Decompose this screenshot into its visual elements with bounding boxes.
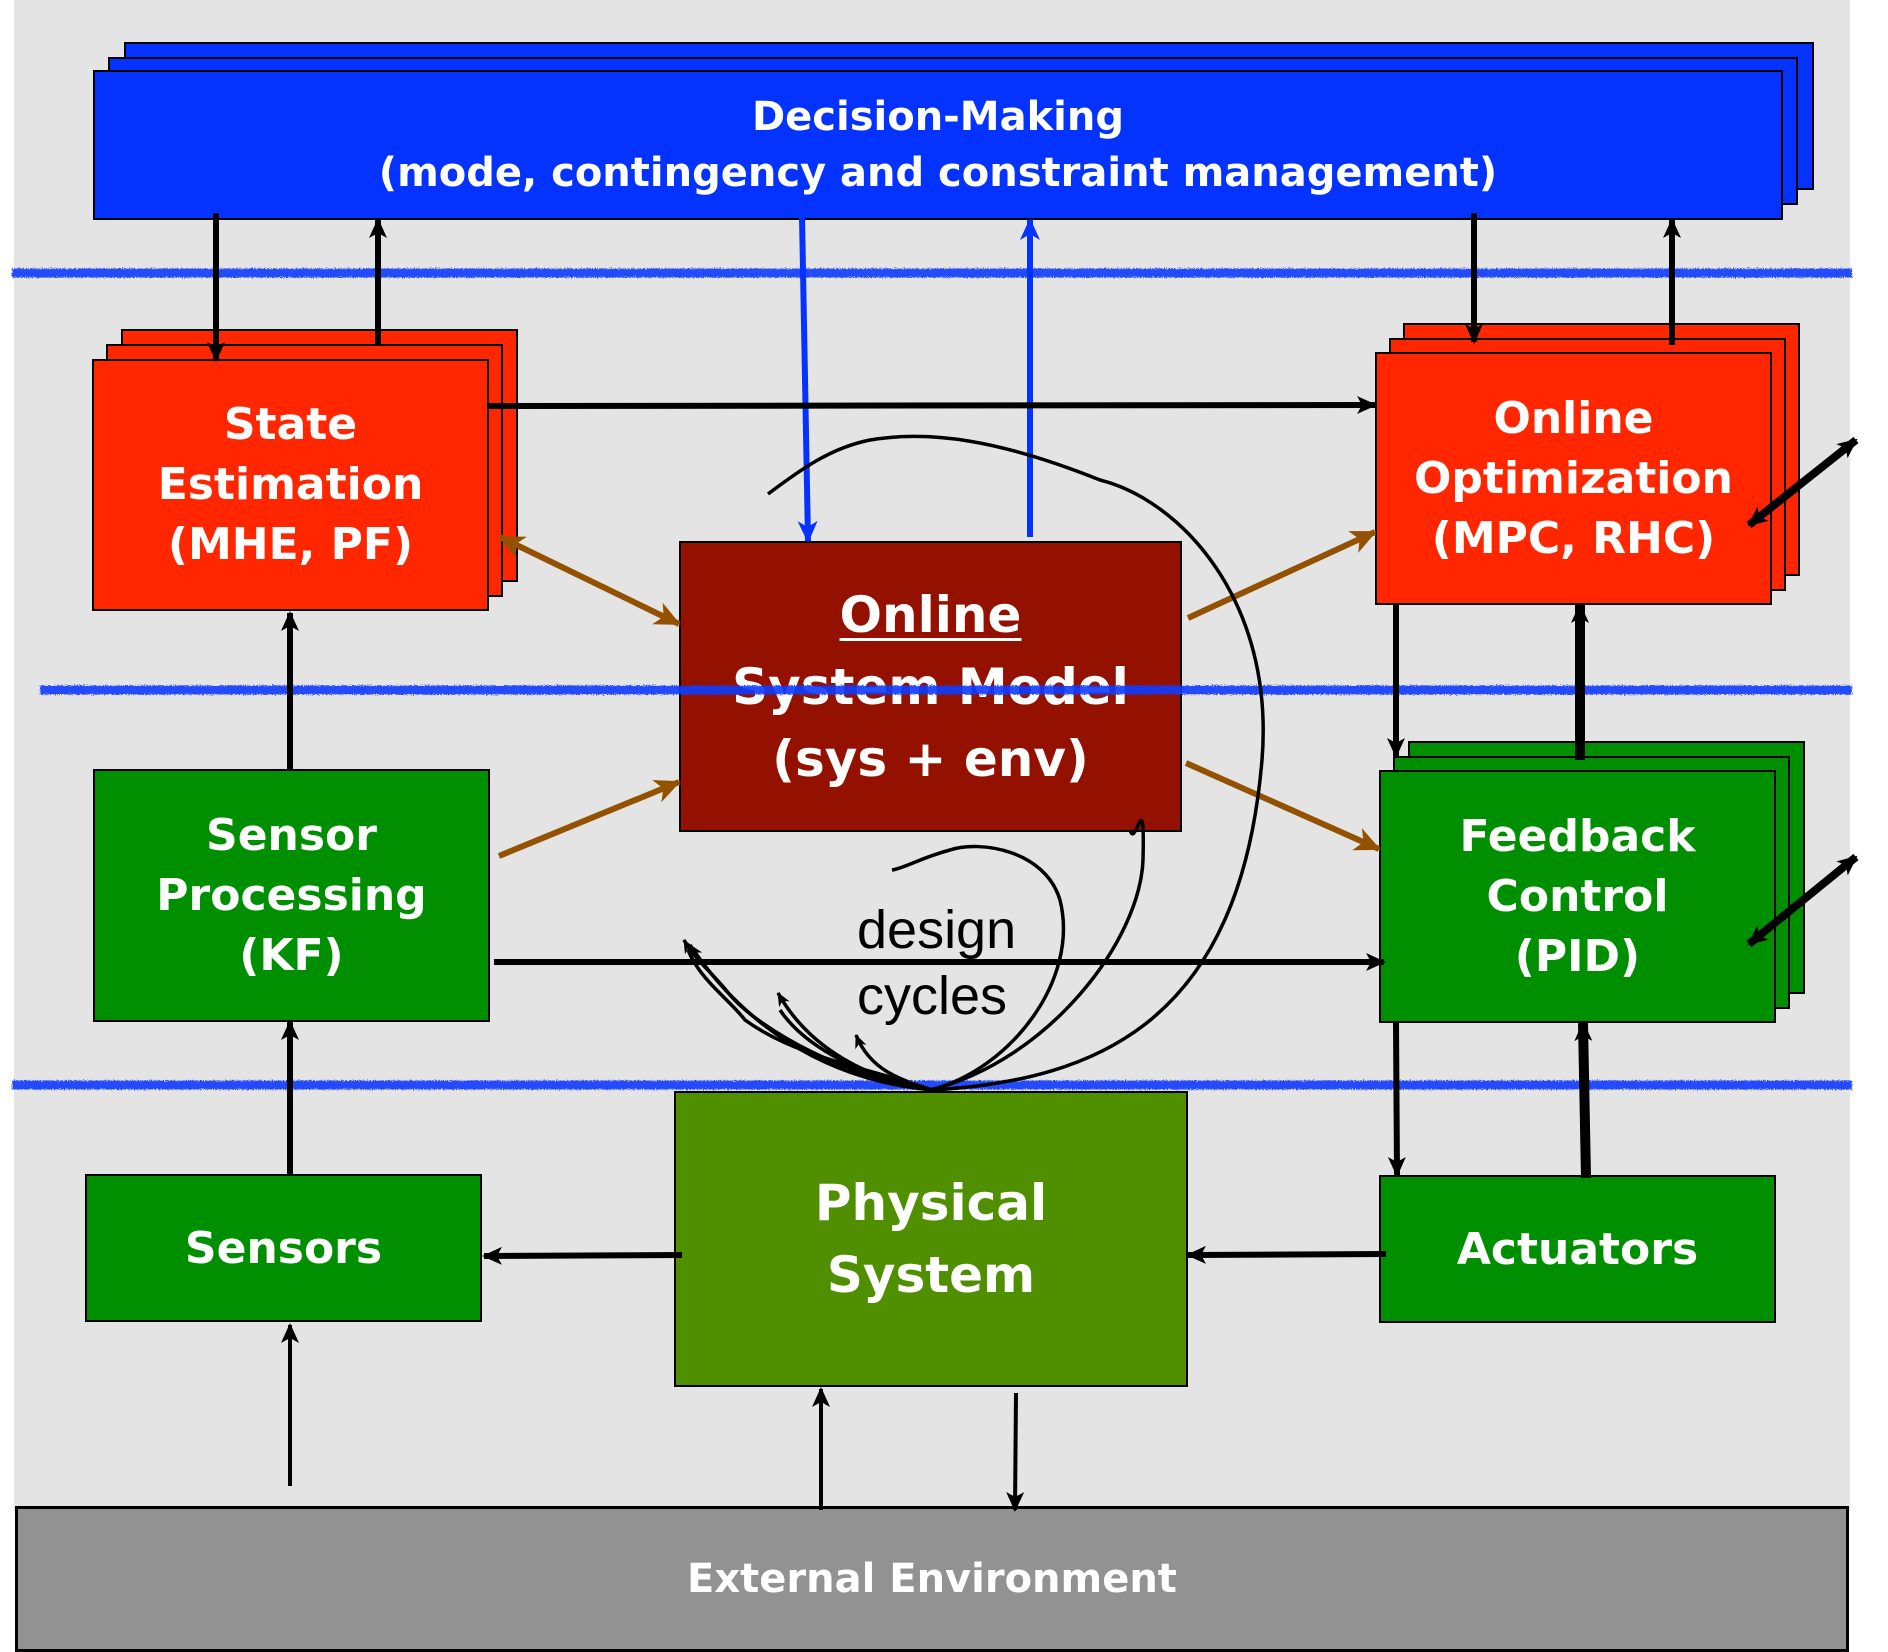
sensors-label: Sensors bbox=[184, 1222, 383, 1274]
feedback-control-line1: Feedback bbox=[1459, 810, 1696, 862]
decision-making-subtitle: (mode, contingency and constraint manage… bbox=[378, 150, 1498, 196]
online-optimization-block[interactable]: Online Optimization (MPC, RHC) bbox=[1375, 352, 1772, 605]
state-estimation-block[interactable]: State Estimation (MHE, PF) bbox=[92, 359, 489, 611]
actuators-block[interactable]: Actuators bbox=[1379, 1175, 1776, 1323]
decision-making-block[interactable]: Decision-Making (mode, contingency and c… bbox=[93, 70, 1783, 220]
online-system-model-block[interactable]: Online System Model (sys + env) bbox=[679, 541, 1182, 832]
sensors-block[interactable]: Sensors bbox=[85, 1174, 482, 1322]
online-system-model-line1: Online bbox=[839, 585, 1022, 644]
online-system-model-line2: System Model bbox=[732, 657, 1129, 716]
online-optimization-line3: (MPC, RHC) bbox=[1431, 512, 1716, 564]
state-estimation-line2: Estimation bbox=[157, 459, 424, 510]
physical-system-line1: Physical bbox=[814, 1174, 1048, 1232]
actuators-label: Actuators bbox=[1456, 1223, 1699, 1275]
external-environment-label: External Environment bbox=[687, 1556, 1177, 1602]
feedback-control-block[interactable]: Feedback Control (PID) bbox=[1379, 770, 1776, 1023]
external-environment-block[interactable]: External Environment bbox=[15, 1506, 1849, 1652]
online-optimization-line1: Online bbox=[1493, 392, 1654, 444]
sensor-processing-line3: (KF) bbox=[239, 929, 344, 981]
sensor-processing-line1: Sensor bbox=[206, 809, 377, 861]
physical-system-line2: System bbox=[826, 1246, 1036, 1304]
state-estimation-line3: (MHE, PF) bbox=[167, 519, 414, 570]
online-optimization-line2: Optimization bbox=[1414, 452, 1733, 504]
design-cycles-annotation: design cycles bbox=[857, 897, 1016, 1029]
feedback-control-line2: Control bbox=[1486, 870, 1669, 922]
state-estimation-line1: State bbox=[223, 399, 358, 450]
sensor-processing-line2: Processing bbox=[156, 869, 427, 921]
sensor-processing-block[interactable]: Sensor Processing (KF) bbox=[93, 769, 490, 1022]
design-cycles-line2: cycles bbox=[857, 966, 1008, 1026]
feedback-control-line3: (PID) bbox=[1514, 930, 1641, 982]
physical-system-block[interactable]: Physical System bbox=[674, 1091, 1188, 1387]
decision-making-title: Decision-Making bbox=[751, 94, 1125, 140]
design-cycles-line1: design bbox=[857, 900, 1017, 960]
online-system-model-line3: (sys + env) bbox=[772, 729, 1089, 788]
